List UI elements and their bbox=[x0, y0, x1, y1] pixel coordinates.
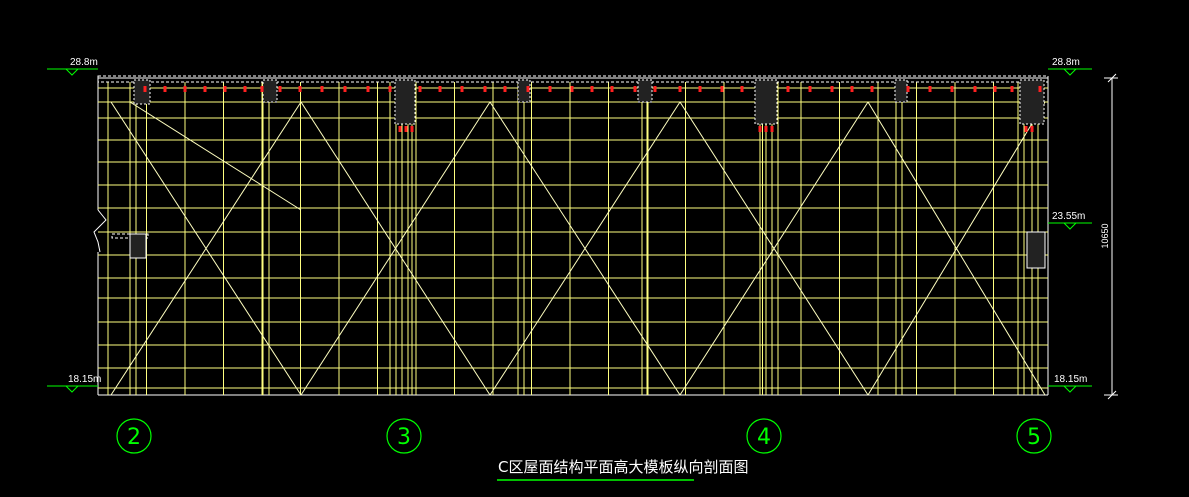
axis-circle bbox=[386, 418, 422, 454]
small-beam bbox=[133, 79, 151, 105]
prop-top-marker bbox=[764, 126, 768, 132]
brace-line bbox=[110, 101, 302, 396]
prop-top-marker bbox=[906, 86, 910, 92]
level-text-mid-right: 23.55m bbox=[1052, 211, 1085, 222]
level-marker-bottom-left: 18.15m bbox=[47, 374, 101, 393]
prop-top-marker bbox=[398, 126, 402, 132]
prop-top-marker bbox=[503, 86, 507, 92]
level-marker-mid-right: 23.55m bbox=[1048, 211, 1092, 230]
level-marker-bottom-right: 18.15m bbox=[1048, 374, 1092, 393]
mid-level-beams bbox=[111, 231, 1046, 269]
level-text-bottom-left: 18.15m bbox=[68, 374, 101, 385]
axis-bubble-3: 3 bbox=[386, 418, 422, 454]
axis-circle bbox=[1016, 418, 1052, 454]
prop-top-marker bbox=[418, 86, 422, 92]
prop-markers bbox=[143, 86, 1042, 132]
brace-line bbox=[129, 101, 302, 211]
prop-top-marker bbox=[570, 86, 574, 92]
brace-line bbox=[867, 101, 1046, 396]
prop-top-marker bbox=[830, 86, 834, 92]
prop-top-marker bbox=[388, 86, 392, 92]
prop-top-marker bbox=[678, 86, 682, 92]
prop-top-marker bbox=[928, 86, 932, 92]
axis-label: 2 bbox=[127, 425, 141, 450]
prop-top-marker bbox=[633, 86, 637, 92]
dimension-text: 10650 bbox=[1100, 223, 1110, 248]
level-marker-top-left: 28.8m bbox=[47, 57, 98, 76]
axis-label: 4 bbox=[757, 425, 771, 450]
level-text-bottom-right: 18.15m bbox=[1054, 374, 1087, 385]
prop-top-marker bbox=[808, 86, 812, 92]
prop-top-marker bbox=[740, 86, 744, 92]
prop-top-marker bbox=[1024, 126, 1028, 132]
prop-top-marker bbox=[183, 86, 187, 92]
roof-slab bbox=[97, 75, 1049, 83]
prop-top-marker bbox=[610, 86, 614, 92]
prop-top-marker bbox=[720, 86, 724, 92]
prop-top-marker bbox=[320, 86, 324, 92]
cross-bracing bbox=[110, 101, 1046, 396]
prop-top-marker bbox=[850, 86, 854, 92]
prop-top-marker bbox=[203, 86, 207, 92]
roof-beams bbox=[133, 79, 1045, 125]
prop-top-marker bbox=[298, 86, 302, 92]
small-beam bbox=[262, 79, 278, 103]
small-beam bbox=[517, 79, 531, 103]
brace-line bbox=[679, 101, 869, 396]
axis-label: 5 bbox=[1027, 425, 1041, 450]
prop-top-marker bbox=[548, 86, 552, 92]
level-text-top-left: 28.8m bbox=[70, 57, 98, 68]
prop-top-marker bbox=[343, 86, 347, 92]
prop-top-marker bbox=[410, 126, 414, 132]
prop-top-marker bbox=[366, 86, 370, 92]
brace-line bbox=[489, 101, 681, 396]
prop-top-marker bbox=[590, 86, 594, 92]
height-dimension: 10650 bbox=[1100, 73, 1118, 400]
axis-bubble-5: 5 bbox=[1016, 418, 1052, 454]
axis-bubbles: 2 3 4 5 bbox=[116, 418, 1052, 454]
axis-circle bbox=[746, 418, 782, 454]
prop-top-marker bbox=[950, 86, 954, 92]
prop-top-marker bbox=[653, 86, 657, 92]
drawing-title-group: C区屋面结构平面高大模板纵向剖面图 bbox=[497, 458, 748, 481]
prop-top-marker bbox=[438, 86, 442, 92]
axis-bubble-4: 4 bbox=[746, 418, 782, 454]
prop-top-marker bbox=[973, 86, 977, 92]
level-marker-top-right: 28.8m bbox=[1048, 57, 1092, 76]
prop-top-marker bbox=[483, 86, 487, 92]
prop-top-marker bbox=[260, 86, 264, 92]
prop-top-marker bbox=[770, 126, 774, 132]
prop-top-marker bbox=[1030, 126, 1034, 132]
prop-top-marker bbox=[870, 86, 874, 92]
axis-label: 3 bbox=[397, 425, 411, 450]
level-text-top-right: 28.8m bbox=[1052, 57, 1080, 68]
prop-top-marker bbox=[1038, 86, 1042, 92]
deep-beam bbox=[394, 79, 416, 125]
drawing-title: C区屋面结构平面高大模板纵向剖面图 bbox=[498, 458, 748, 476]
brace-line bbox=[300, 101, 491, 396]
small-beam bbox=[637, 79, 653, 103]
prop-top-marker bbox=[223, 86, 227, 92]
prop-top-marker bbox=[698, 86, 702, 92]
prop-top-marker bbox=[404, 126, 408, 132]
prop-top-marker bbox=[163, 86, 167, 92]
axis-bubble-2: 2 bbox=[116, 418, 152, 454]
prop-top-marker bbox=[143, 86, 147, 92]
outline bbox=[93, 77, 1049, 396]
small-beam bbox=[894, 79, 908, 103]
axis-circle bbox=[116, 418, 152, 454]
prop-top-marker bbox=[278, 86, 282, 92]
prop-top-marker bbox=[758, 126, 762, 132]
prop-top-marker bbox=[243, 86, 247, 92]
prop-top-marker bbox=[526, 86, 530, 92]
deep-beam bbox=[754, 79, 778, 125]
prop-top-marker bbox=[993, 86, 997, 92]
prop-top-marker bbox=[460, 86, 464, 92]
prop-top-marker bbox=[786, 86, 790, 92]
scaffold-grid bbox=[98, 82, 1048, 395]
prop-top-marker bbox=[1010, 86, 1014, 92]
